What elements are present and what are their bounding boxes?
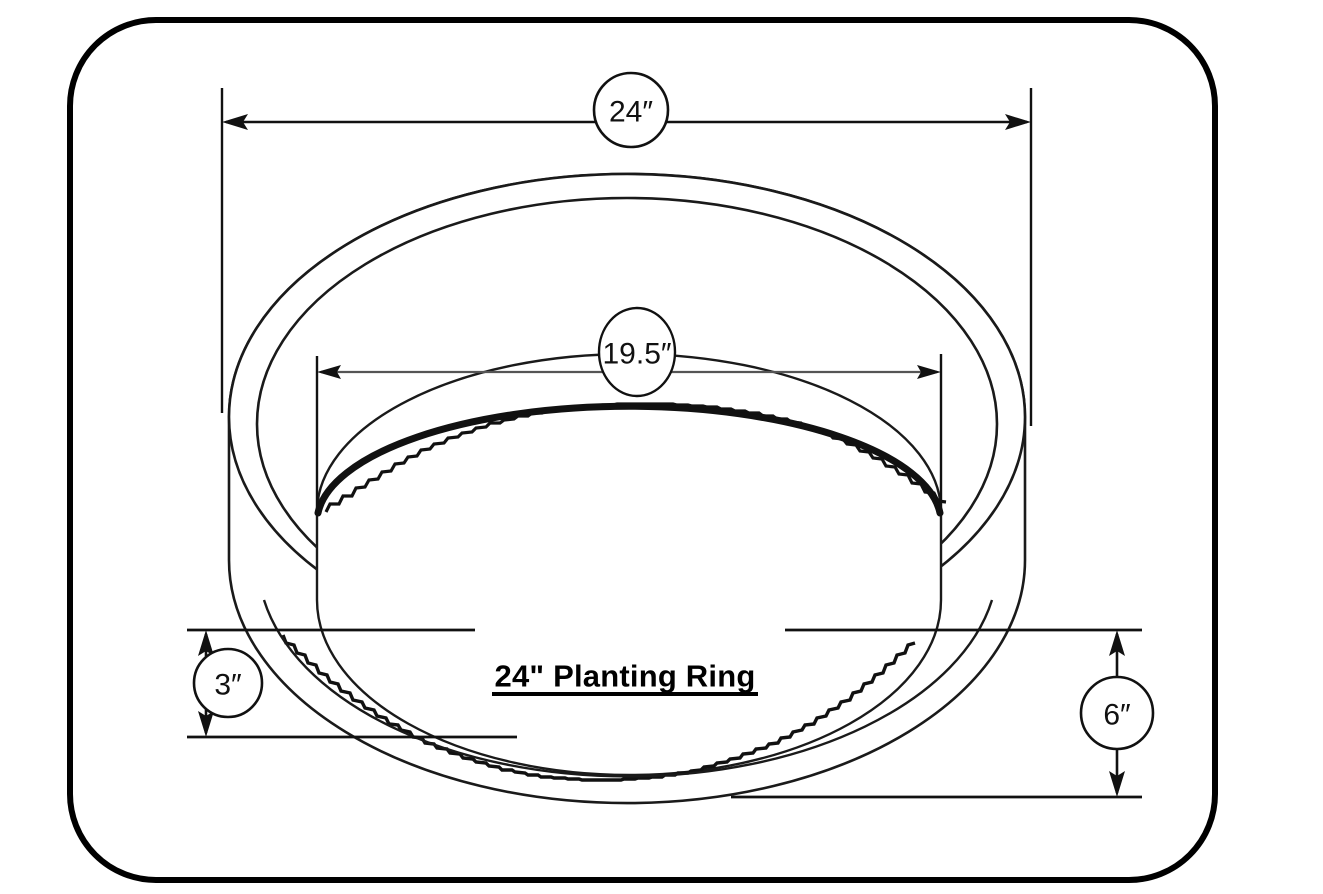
arrow-head-left-24	[222, 114, 248, 130]
arrow-head-bottom-3	[198, 711, 214, 737]
serrated-inner-edge-top	[324, 402, 947, 513]
drawing-title: 24" Planting Ring	[495, 659, 756, 694]
arrow-head-left-195	[317, 365, 341, 379]
planting-ring-illustration	[227, 172, 1027, 805]
ring-inner-wall	[315, 352, 943, 777]
dim-label-6: 6″	[1103, 699, 1131, 732]
serrated-bottom-edge	[281, 634, 916, 782]
dim-label-195: 19.5″	[602, 338, 671, 371]
dim-label-3: 3″	[214, 669, 242, 702]
dim-bubble-6	[1079, 675, 1155, 751]
ring-body-bottom-outline	[262, 599, 994, 778]
dim-bubble-3	[192, 647, 264, 719]
dim-bubble-24	[592, 71, 670, 149]
arrow-head-top-6	[1109, 630, 1125, 656]
dim-label-24: 24″	[609, 96, 653, 129]
inner-top-arc	[314, 402, 944, 517]
drawing-title-group: 24" Planting Ring	[492, 659, 758, 696]
dimension-outer-diameter: 24″	[220, 71, 1033, 426]
dimension-total-height: 6″	[731, 628, 1155, 799]
dimension-inner-diameter: 19.5″	[315, 306, 943, 514]
dim-bubble-195	[597, 306, 677, 398]
arrow-head-top-3	[198, 630, 214, 656]
arrow-head-right-24	[1005, 114, 1031, 130]
dimension-rim-height: 3″	[187, 628, 517, 739]
arrow-head-right-195	[917, 365, 941, 379]
arrow-head-bottom-6	[1109, 771, 1125, 797]
